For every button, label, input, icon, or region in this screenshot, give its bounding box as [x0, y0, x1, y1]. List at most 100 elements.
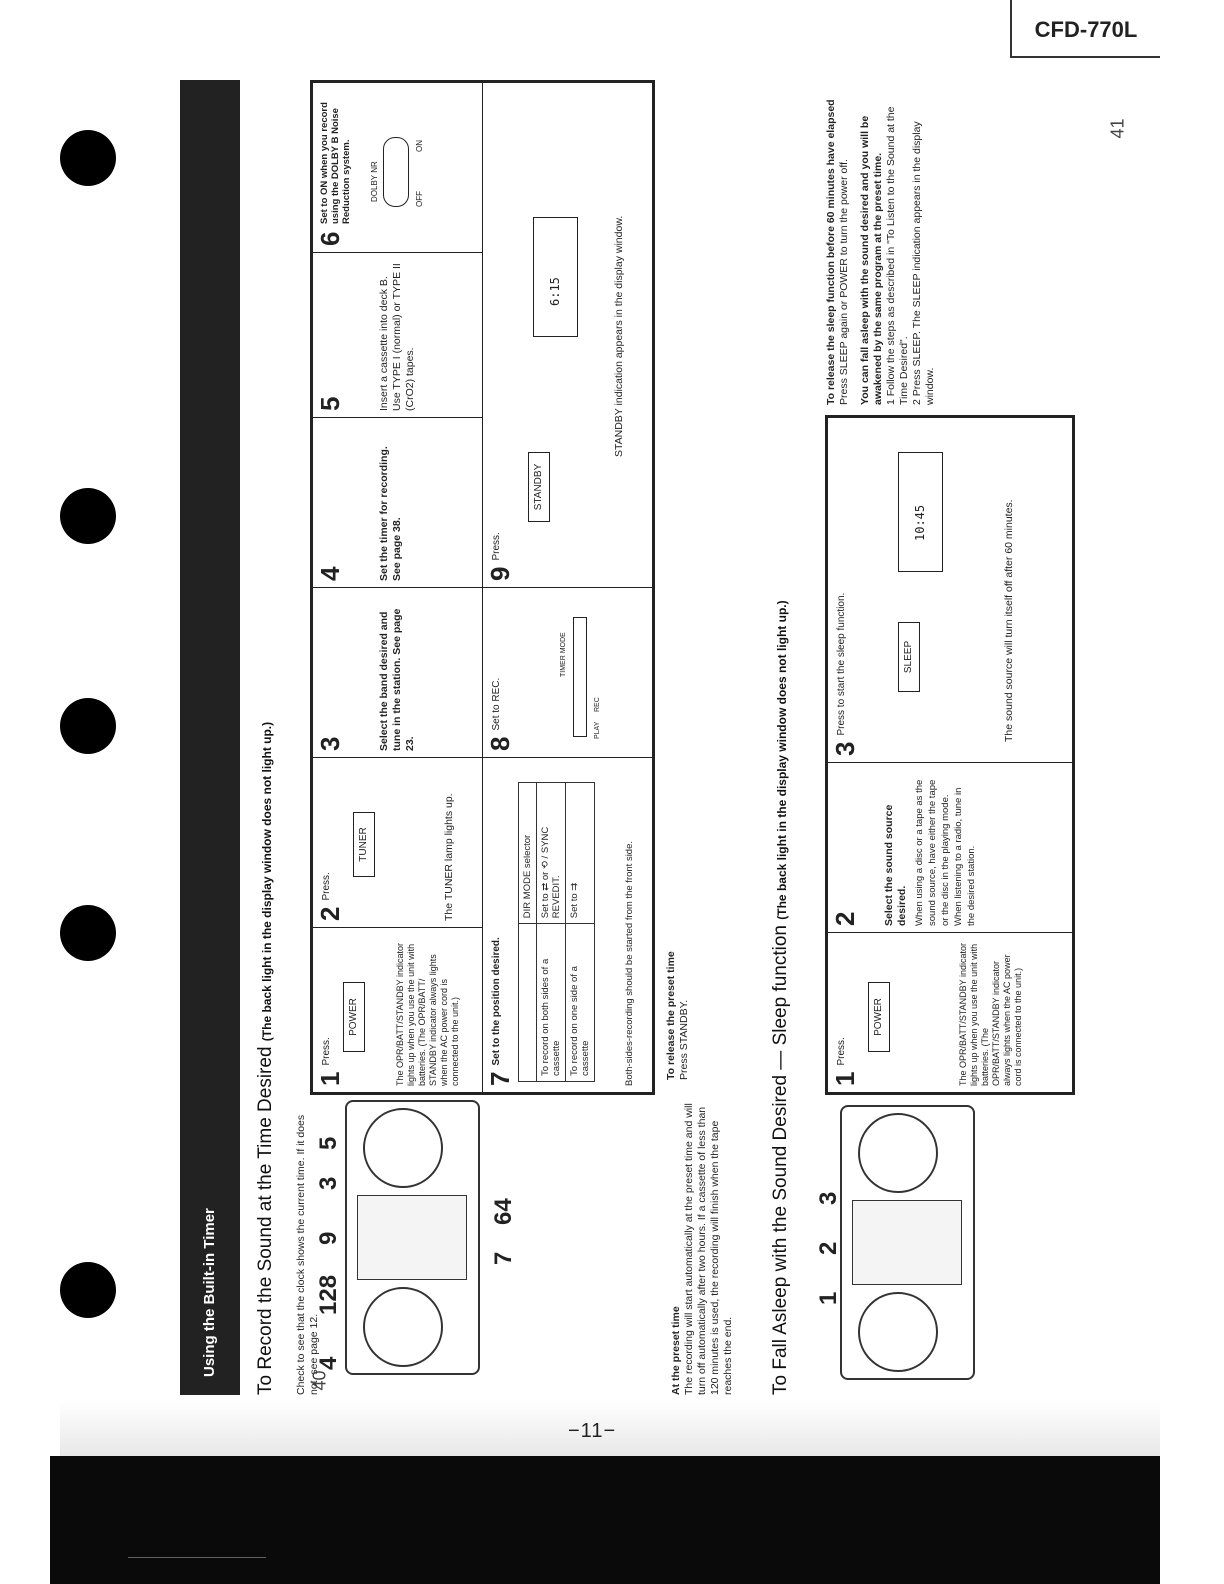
sleep-wake-item: 1 Follow the steps as described in "To L… — [885, 106, 910, 406]
page-number-left: 40 — [309, 1370, 330, 1391]
standby-button[interactable]: STANDBY — [528, 452, 550, 522]
scan-shadow — [60, 1400, 1160, 1456]
record-title-text: To Record the Sound at the Time Desired — [255, 1046, 276, 1395]
page-number-right: 41 — [1107, 118, 1128, 139]
step-note: Both-sides-recording should be started f… — [624, 840, 635, 1086]
table-cell: To record on both sides of a cassette — [536, 923, 566, 1082]
step-number: 1 — [830, 1071, 860, 1086]
step-number: 1 — [315, 1071, 345, 1086]
binder-hole — [60, 130, 116, 186]
step-text: The sound source will turn itself off af… — [1003, 499, 1015, 742]
sleep-release-text: Press SLEEP again or POWER to turn the p… — [838, 159, 850, 405]
step-head: Press. — [491, 532, 502, 561]
callout-4: 4 — [315, 1356, 342, 1370]
dolby-switch[interactable] — [383, 137, 409, 207]
step-text: Insert a cassette into deck B. Use TYPE … — [378, 263, 416, 411]
step-number: 4 — [315, 566, 345, 581]
sleep-title-note: (The back light in the display window do… — [775, 600, 789, 920]
sleep-wake-head: You can fall asleep with the sound desir… — [859, 115, 884, 405]
dir-mode-table: DIR MODE selector To record on both side… — [518, 782, 595, 1082]
step-head: Press. — [836, 1037, 847, 1066]
step-head: Set to REC. — [491, 677, 502, 731]
step-number: 2 — [830, 911, 860, 926]
label-play: PLAY — [594, 721, 601, 739]
release-preset-text: Press STANDBY. — [678, 999, 690, 1080]
step-head: Press. — [321, 1037, 332, 1066]
step-text: The OPR/BATT/STANDBY indicator lights up… — [958, 942, 1023, 1086]
step-number: 8 — [485, 736, 515, 751]
step-head: Press. — [321, 872, 332, 901]
step-6: 6 Set to ON when you record using the DO… — [313, 80, 483, 252]
callout-3: 3 — [315, 1176, 342, 1190]
step-7: 7Set to the position desired. DIR MODE s… — [483, 757, 655, 1092]
step-text: Set the timer for recording. See page 38… — [378, 446, 403, 581]
step-number: 7 — [485, 1071, 515, 1086]
sleep-steps-box: 1 Press. POWER The OPR/BATT/STANDBY indic… — [825, 415, 1075, 1095]
preset-text: The recording will start automatically a… — [683, 1103, 734, 1395]
timer-mode-switch[interactable] — [573, 617, 587, 737]
sleep-title: To Fall Asleep with the Sound Desired — … — [770, 600, 792, 1395]
record-steps-box: 1Press. POWER The OPR/BATT/STANDBY indic… — [310, 80, 655, 1095]
scan-blue-line — [128, 1557, 266, 1558]
sleep-step-1: 1 Press. POWER The OPR/BATT/STANDBY indic… — [828, 932, 1072, 1092]
rotated-page: Using the Built-in Timer To Record the S… — [160, 80, 1080, 1395]
dolby-label: DOLBY NR — [370, 161, 379, 202]
lcd-time: 10:45 — [913, 504, 927, 541]
step-number: 6 — [315, 231, 345, 246]
step-number: 9 — [485, 566, 515, 581]
section-band: Using the Built-in Timer — [180, 80, 240, 1395]
step-5: 5 Insert a cassette into deck B. Use TYP… — [313, 252, 483, 417]
callout-1: 1 — [815, 1291, 842, 1305]
step-head: Set to ON when you record using the DOLB… — [319, 102, 352, 224]
step-head: Select the sound source desired. — [883, 804, 908, 926]
step-3: 3 Select the band desired and tune in th… — [313, 587, 483, 757]
model-box: CFD-770L — [1010, 0, 1160, 58]
step-number: 3 — [315, 736, 345, 751]
callout-9: 9 — [315, 1231, 342, 1245]
sleep-wake-item: 2 Press SLEEP. The SLEEP indication appe… — [911, 121, 936, 405]
release-preset-block: To release the preset time Press STANDBY… — [665, 780, 691, 1080]
table-cell: Set to ⇉ — [565, 782, 595, 924]
tuner-button[interactable]: TUNER — [353, 812, 375, 877]
table-header: DIR MODE selector — [518, 782, 537, 924]
scan-black-band — [50, 1456, 1160, 1584]
step-number: 5 — [315, 396, 345, 411]
step-8: 8 Set to REC. PLAY REC TIMER MODE — [483, 587, 655, 757]
callout-128: 128 — [315, 1274, 342, 1315]
label-rec: REC — [594, 697, 601, 712]
power-button[interactable]: POWER — [868, 982, 890, 1052]
display-window: 6:15 — [533, 217, 578, 337]
step-4: 4 Set the timer for recording. See page … — [313, 417, 483, 587]
callout-5: 5 — [315, 1136, 342, 1150]
dolby-off: OFF — [415, 191, 424, 207]
sleep-notes: To release the sleep function before 60 … — [825, 85, 937, 405]
power-button[interactable]: POWER — [343, 982, 365, 1052]
callout-64: 64 — [490, 1198, 517, 1225]
step-number: 2 — [315, 906, 345, 921]
model-number: CFD-770L — [1034, 17, 1138, 42]
step-head: Press to start the sleep function. — [836, 592, 847, 736]
sleep-step-2: 2 Select the sound source desired. When … — [828, 762, 1072, 932]
table-header-empty — [518, 923, 537, 1082]
binder-hole — [60, 488, 116, 544]
boombox-illustration-2 — [840, 1105, 980, 1380]
binder-hole — [60, 698, 116, 754]
step-2: 2Press. TUNER The TUNER lamp lights up. — [313, 757, 483, 927]
lcd-time: 6:15 — [548, 277, 562, 306]
record-title-note: (The back light in the display window do… — [260, 721, 274, 1042]
binder-hole — [60, 1262, 116, 1318]
callout-2: 2 — [815, 1241, 842, 1255]
preset-head: At the preset time — [670, 1306, 682, 1395]
step-text: When using a disc or a tape as the sound… — [914, 779, 977, 926]
step-number: 3 — [830, 741, 860, 756]
sleep-title-text: To Fall Asleep with the Sound Desired — … — [770, 925, 791, 1395]
preset-block: At the preset time The recording will st… — [670, 1095, 735, 1395]
boombox-illustration — [345, 1100, 485, 1375]
label-timer-mode: TIMER MODE — [560, 632, 567, 677]
sleep-button[interactable]: SLEEP — [898, 622, 920, 692]
dolby-on: ON — [415, 140, 424, 152]
step-1: 1Press. POWER The OPR/BATT/STANDBY indic… — [313, 927, 483, 1092]
step-9: 9Press. STANDBY 6:15 STANDBY indication … — [483, 80, 655, 587]
